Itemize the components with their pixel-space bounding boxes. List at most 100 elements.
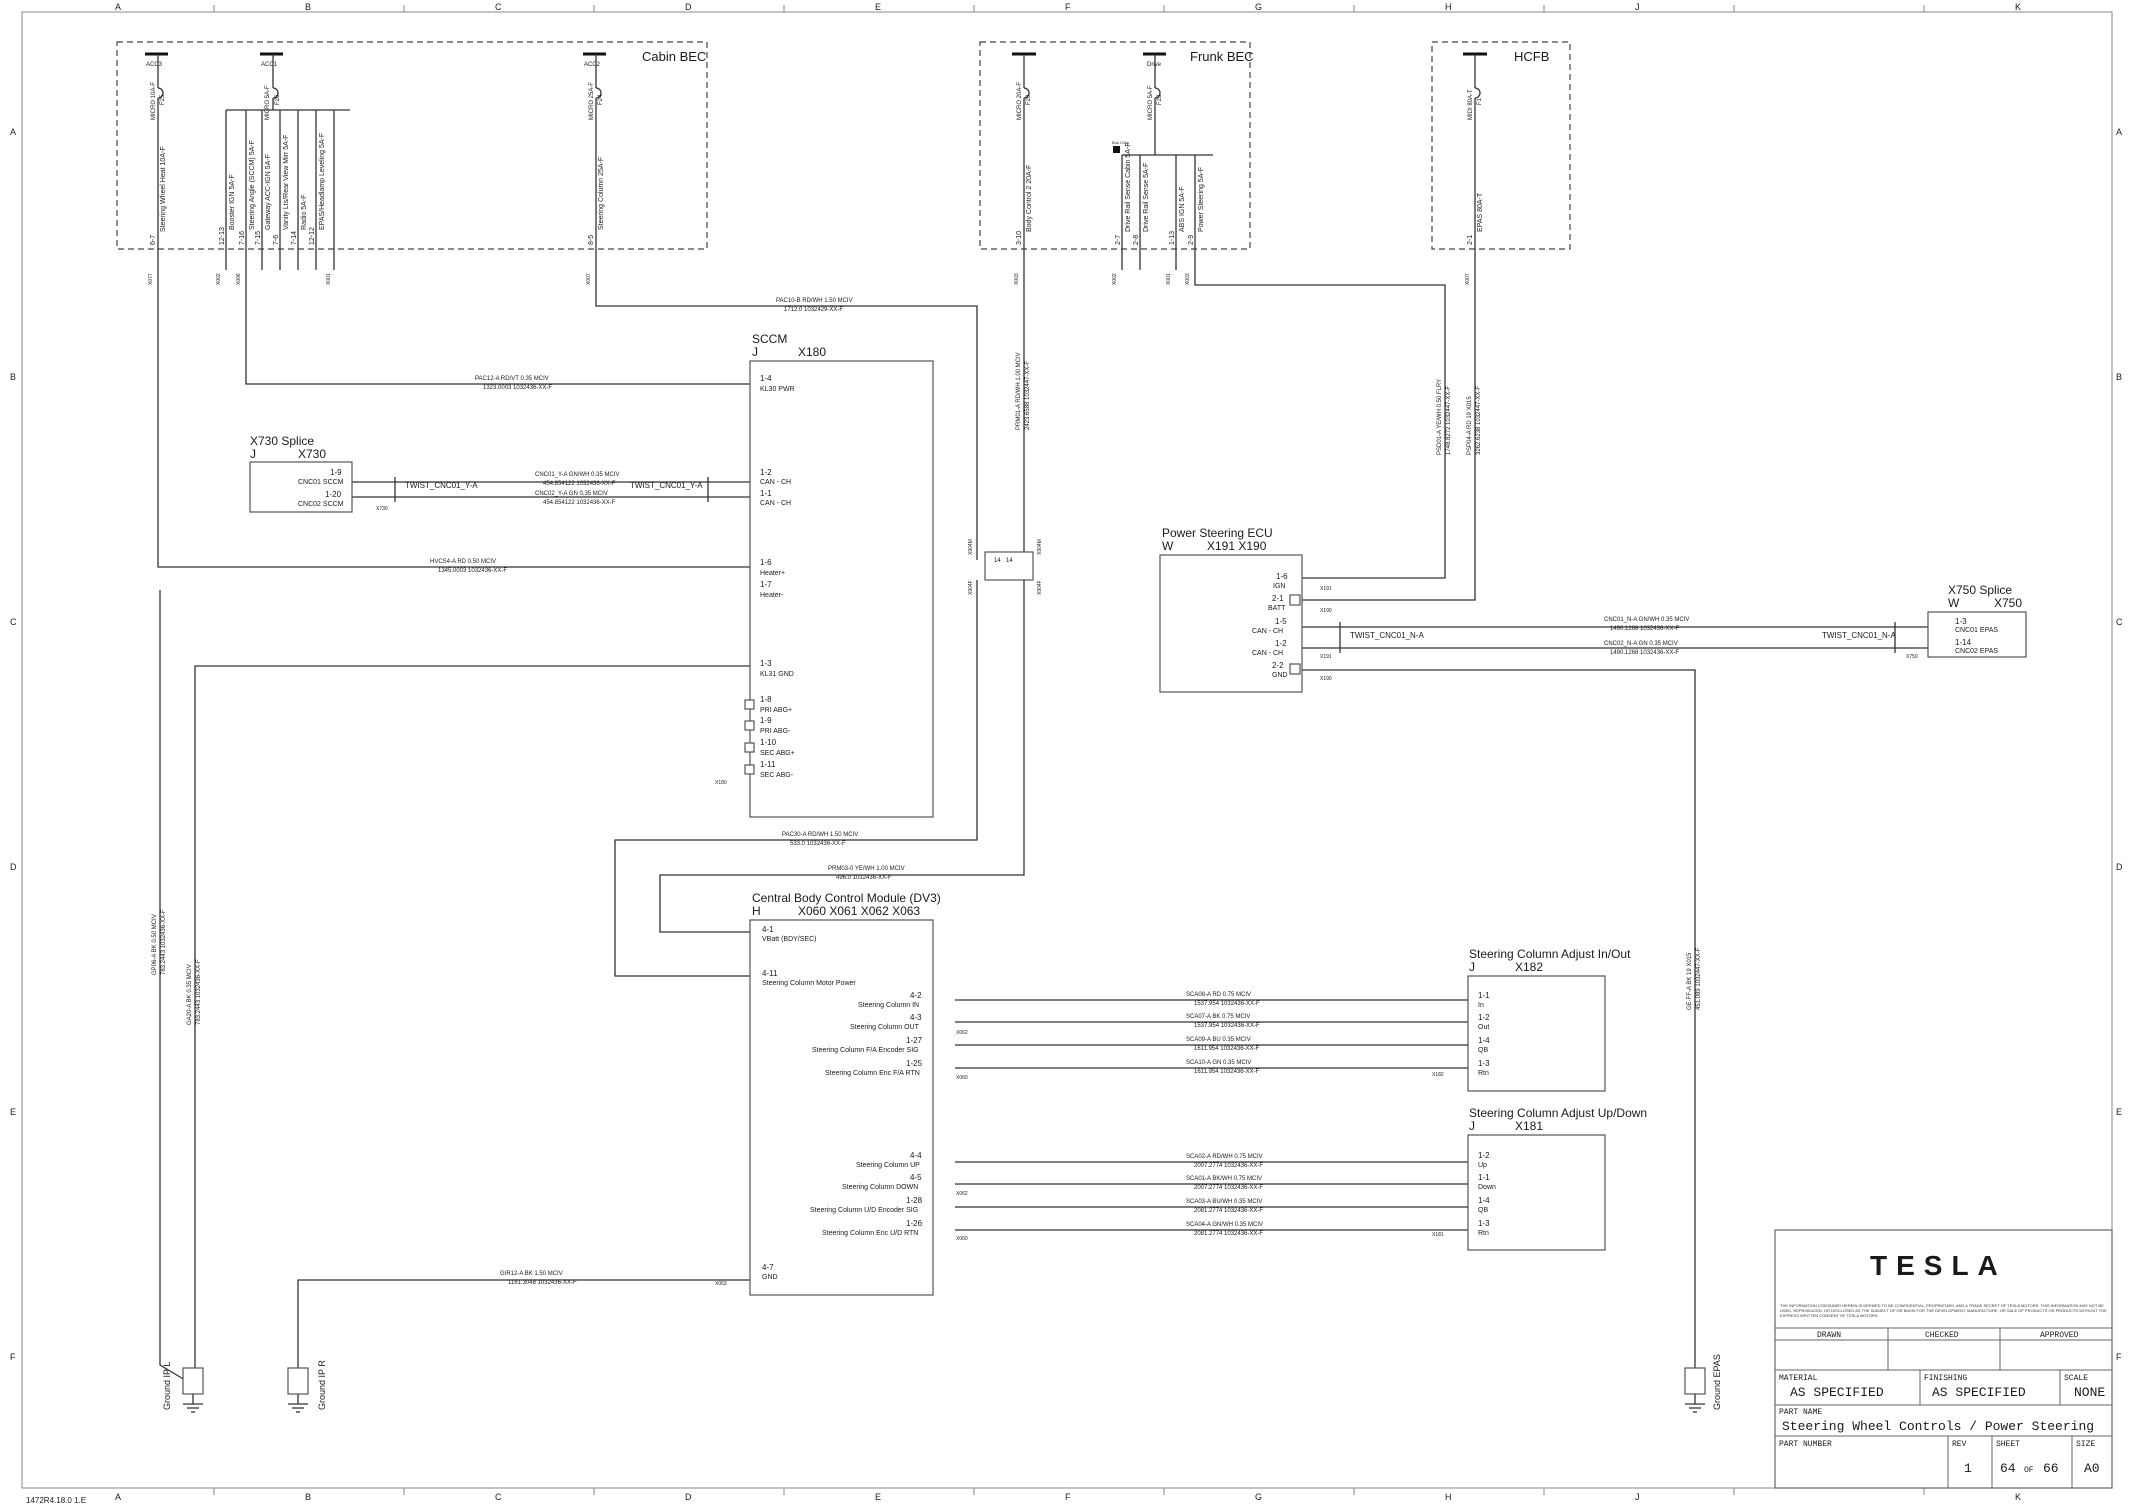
- svg-text:CNC02 EPAS: CNC02 EPAS: [1955, 648, 1998, 655]
- svg-text:SCALE: SCALE: [2064, 1374, 2088, 1383]
- svg-text:4-1: 4-1: [762, 925, 774, 934]
- sccm-title: SCCM: [752, 332, 787, 346]
- svg-text:783.2443 1032436-XX-F: 783.2443 1032436-XX-F: [161, 909, 167, 975]
- tesla-logo: TESLA: [1870, 1250, 2007, 1281]
- svg-text:X060: X060: [956, 1236, 968, 1242]
- svg-text:CNC01_Y-A GN/WH 0.35 MCI: CNC01_Y-A GN/WH 0.35 MCIV: [535, 472, 619, 478]
- col-letter: K: [2015, 2, 2021, 12]
- svg-text:Steering Column Enc U/D RTN: Steering Column Enc U/D RTN: [822, 1230, 918, 1237]
- svg-text:1: 1: [1964, 1461, 1972, 1476]
- row-letter: B: [10, 372, 16, 382]
- svg-text:PRI ABG+: PRI ABG+: [760, 707, 792, 714]
- svg-text:F26: F26: [275, 94, 281, 105]
- svg-text:PSD01-A YE/WH 0.50 FLRY: PSD01-A YE/WH 0.50 FLRY: [1437, 379, 1443, 455]
- svg-text:PRM03-0 YE/WH 1.00 MCIV: PRM03-0 YE/WH 1.00 MCIV: [828, 866, 905, 872]
- svg-text:Steering Column IN: Steering Column IN: [858, 1002, 919, 1009]
- row-letter: F: [2116, 1352, 2122, 1362]
- svg-text:7-6: 7-6: [273, 235, 280, 245]
- svg-text:GND: GND: [1272, 672, 1288, 679]
- svg-text:F1: F1: [1477, 97, 1483, 105]
- airbag-pin-box: [744, 720, 755, 731]
- svg-text:PAC12-A RD/VT 0.35 MCIV: PAC12-A RD/VT 0.35 MCIV: [475, 376, 549, 382]
- svg-text:64: 64: [2000, 1461, 2016, 1476]
- svg-text:SCA09-A BU 0.35 MCIV: SCA09-A BU 0.35 MCIV: [1186, 1037, 1251, 1043]
- corner-code: 1472R4.18.0 1.E: [26, 1496, 86, 1505]
- svg-text:1-11: 1-11: [760, 760, 776, 769]
- svg-text:X006: X006: [236, 273, 242, 285]
- ground-label: Ground IP L: [162, 1362, 172, 1410]
- ground-symbol-icon: [1684, 1367, 1706, 1413]
- svg-text:In: In: [1478, 1002, 1484, 1009]
- svg-text:8-5: 8-5: [588, 235, 595, 245]
- svg-text:2007.2774 1032436-XX-F: 2007.2774 1032436-XX-F: [1194, 1163, 1263, 1169]
- svg-text:X182: X182: [1432, 1072, 1444, 1078]
- svg-text:1-2: 1-2: [1275, 639, 1287, 648]
- airbag-pin-box: [744, 764, 755, 775]
- inline-connector-x904: [984, 551, 1034, 581]
- svg-text:PAC30-A RD/WH 1.50 MCIV: PAC30-A RD/WH 1.50 MCIV: [782, 832, 858, 838]
- svg-text:1611.954 1032436-XX-F: 1611.954 1032436-XX-F: [1194, 1046, 1260, 1052]
- svg-text:X063: X063: [715, 1281, 727, 1287]
- svg-text:SEC ABG+: SEC ABG+: [760, 750, 795, 757]
- svg-text:VBatt (BDY/SEC): VBatt (BDY/SEC): [762, 936, 816, 943]
- svg-text:TWIST_CNC01_Y-A: TWIST_CNC01_Y-A: [630, 481, 703, 490]
- svg-text:1-14: 1-14: [1955, 638, 1972, 647]
- svg-text:PART NAME: PART NAME: [1779, 1408, 1822, 1417]
- sccm-module: SCCM J X180 1-4 KL30 PWR 1-2 CAN - CH 1-…: [715, 332, 934, 818]
- svg-text:1-9: 1-9: [330, 468, 342, 477]
- col-letter: A: [115, 1492, 121, 1502]
- svg-text:Vanity Lts/Rear View Mirr 5A-F: Vanity Lts/Rear View Mirr 5A-F: [283, 135, 290, 230]
- svg-text:MICRO 20A-F: MICRO 20A-F: [1017, 82, 1023, 120]
- x750-title: X750 Splice: [1948, 583, 2012, 597]
- svg-text:1-6: 1-6: [1276, 572, 1288, 581]
- updown-title: Steering Column Adjust Up/Down: [1469, 1106, 1647, 1120]
- col-letter: E: [875, 2, 881, 12]
- steering-adjust-inout: Steering Column Adjust In/Out J X182 1-1…: [1432, 947, 1631, 1092]
- svg-text:REV: REV: [1952, 1440, 1967, 1449]
- col-letter: C: [495, 1492, 502, 1502]
- svg-text:1712.0 1032429-XX-F: 1712.0 1032429-XX-F: [784, 307, 843, 313]
- svg-text:Steering Angle (SCCM) 5A-F: Steering Angle (SCCM) 5A-F: [249, 140, 256, 230]
- svg-text:1-2: 1-2: [1478, 1151, 1490, 1160]
- svg-text:X060: X060: [956, 1075, 968, 1081]
- svg-text:14: 14: [994, 558, 1001, 564]
- svg-text:1-7: 1-7: [760, 580, 772, 589]
- x730-title: X730 Splice: [250, 434, 314, 448]
- x750-splice: X750 Splice W X750 1-3 CNC01 EPAS 1-14 C…: [1906, 583, 2027, 660]
- svg-text:Drive: Drive: [1147, 62, 1162, 68]
- col-letter: D: [685, 1492, 692, 1502]
- svg-text:7-16: 7-16: [239, 231, 246, 245]
- svg-text:Steering Column DOWN: Steering Column DOWN: [842, 1184, 918, 1191]
- frame-col-ticks: [213, 5, 1925, 1495]
- svg-text:6-7: 6-7: [150, 235, 157, 245]
- svg-text:CNC02 SCCM: CNC02 SCCM: [298, 501, 344, 508]
- svg-text:1-1: 1-1: [760, 489, 772, 498]
- svg-text:X190: X190: [1320, 608, 1332, 614]
- svg-text:Radio 5A-F: Radio 5A-F: [301, 195, 308, 230]
- ground-symbol-icon: [287, 1367, 309, 1413]
- hcfb-title: HCFB: [1514, 49, 1549, 64]
- inout-title: Steering Column Adjust In/Out: [1469, 947, 1631, 961]
- svg-text:SCA02-A RD/WH 0.75 MCIV: SCA02-A RD/WH 0.75 MCIV: [1186, 1154, 1263, 1160]
- svg-text:BATT: BATT: [1268, 605, 1286, 612]
- svg-text:KL30 PWR: KL30 PWR: [760, 386, 795, 393]
- svg-text:SCA03-A BU/WH 0.35 MCIV: SCA03-A BU/WH 0.35 MCIV: [1186, 1199, 1262, 1205]
- svg-text:X180: X180: [715, 780, 727, 786]
- svg-text:X904F: X904F: [968, 580, 974, 595]
- cbcm-module: Central Body Control Module (DV3) H X060…: [715, 891, 968, 1296]
- svg-text:Bus C/Sn: Bus C/Sn: [1112, 140, 1129, 145]
- col-letter: D: [685, 2, 692, 12]
- svg-text:F24: F24: [598, 94, 604, 105]
- svg-text:12-13: 12-13: [219, 227, 226, 245]
- svg-text:X750: X750: [1906, 654, 1918, 660]
- disclaimer-text: THE INFORMATION CONTAINED HEREIN IS DEEM…: [1780, 1303, 2107, 1318]
- svg-text:J: J: [1469, 1119, 1475, 1133]
- svg-text:IGN: IGN: [1273, 583, 1285, 590]
- svg-text:TWIST_CNC01_Y-A: TWIST_CNC01_Y-A: [405, 481, 478, 490]
- cbcm-title: Central Body Control Module (DV3): [752, 891, 941, 905]
- svg-text:Out: Out: [1478, 1024, 1489, 1031]
- svg-text:Steering Column Motor Power: Steering Column Motor Power: [762, 980, 856, 987]
- svg-text:Heater+: Heater+: [760, 570, 785, 577]
- frame-col-letters: A B C D E F G H J K A B C D E F G H J K: [115, 2, 2021, 1502]
- svg-text:3262.6238 1032447-XX-F: 3262.6238 1032447-XX-F: [1476, 386, 1482, 455]
